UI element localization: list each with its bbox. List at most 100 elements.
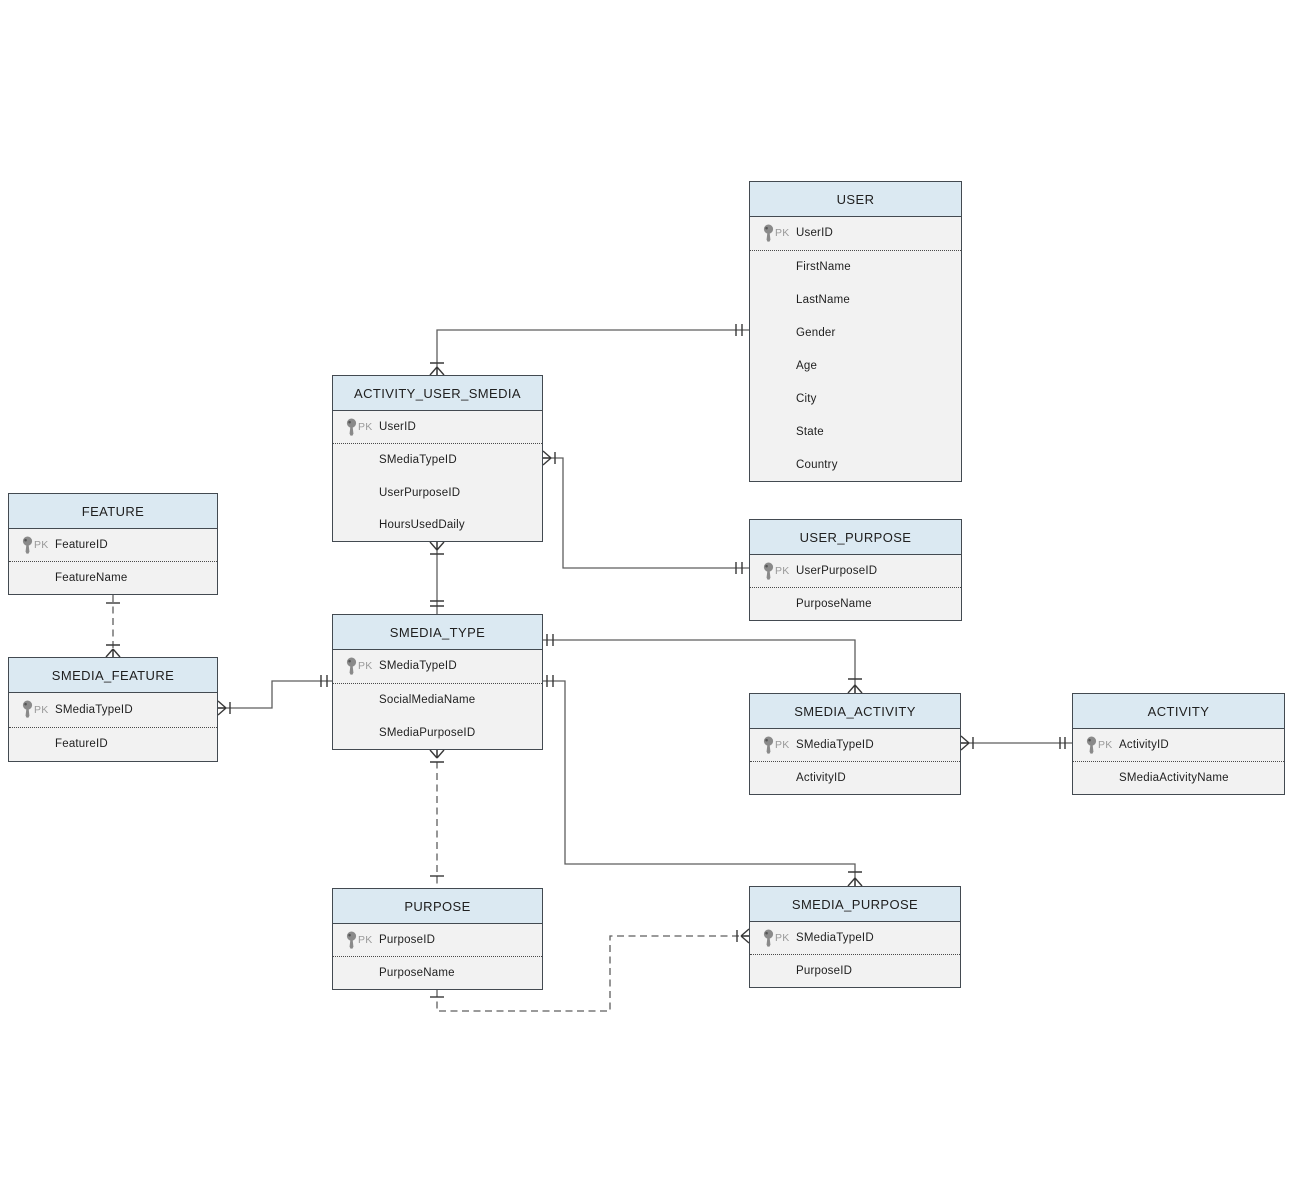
field-row-purposeid: PK PurposeID <box>333 924 542 957</box>
cardinality-one-user_purpose-end <box>735 562 743 574</box>
entity-title-smedia_feature: SMEDIA_FEATURE <box>9 658 217 693</box>
field-row-hoursuseddaily: HoursUsedDaily <box>333 509 542 541</box>
entity-body: PK PurposeID PurposeName <box>333 924 542 989</box>
field-row-smediatypeid: PK SMediaTypeID <box>750 922 960 955</box>
entity-user_purpose[interactable]: USER_PURPOSE PK UserPurposeID PurposeName <box>749 519 962 621</box>
field-row-userid: PK UserID <box>750 217 961 251</box>
primary-key-icon <box>346 931 357 949</box>
entity-purpose[interactable]: PURPOSE PK PurposeID PurposeName <box>332 888 543 990</box>
entity-title-smedia_activity: SMEDIA_ACTIVITY <box>750 694 960 729</box>
cardinality-one-smedia_type-end <box>320 675 328 687</box>
cardinality-many-aus-end <box>429 362 445 376</box>
entity-smedia_feature[interactable]: SMEDIA_FEATURE PK SMediaTypeID FeatureID <box>8 657 218 762</box>
field-name: SMediaPurposeID <box>379 726 476 739</box>
field-row-userpurposeid: UserPurposeID <box>333 477 542 509</box>
primary-key-icon <box>763 929 774 947</box>
field-name: ActivityID <box>796 772 846 784</box>
cardinality-one-smedia_type-end <box>546 634 554 646</box>
rel-feature-smedia_feature[interactable] <box>105 595 121 658</box>
entity-title-smedia_type: SMEDIA_TYPE <box>333 615 542 650</box>
field-row-lastname: LastName <box>750 284 961 317</box>
field-name: FeatureID <box>55 738 108 751</box>
pk-cell: PK <box>763 929 796 948</box>
field-name: City <box>796 392 817 405</box>
field-row-userid: PK UserID <box>333 411 542 445</box>
cardinality-one-smedia_type-end <box>430 600 444 607</box>
field-name: Gender <box>796 327 836 340</box>
pk-label: PK <box>1098 739 1113 751</box>
pk-label: PK <box>358 421 373 434</box>
field-row-socialmedianame: SocialMediaName <box>333 684 542 717</box>
field-name: UserPurposeID <box>796 565 878 577</box>
entity-smedia_purpose[interactable]: SMEDIA_PURPOSE PK SMediaTypeID PurposeID <box>749 886 961 988</box>
field-row-country: Country <box>750 448 961 481</box>
pk-label: PK <box>358 934 373 946</box>
rel-user_purpose-activity_user_smedia[interactable] <box>542 450 749 574</box>
cardinality-many-smedia_activity-end <box>847 678 863 694</box>
field-name: ActivityID <box>1119 739 1169 751</box>
pk-label: PK <box>34 539 49 551</box>
rel-smedia_type-smedia_feature[interactable] <box>217 675 332 716</box>
field-name: SocialMediaName <box>379 694 476 706</box>
cardinality-one-smedia_type-end <box>546 675 554 687</box>
field-name: PurposeName <box>796 598 872 610</box>
field-name: PurposeID <box>796 965 853 977</box>
field-name: PurposeName <box>379 967 455 979</box>
pk-cell: PK <box>22 536 55 555</box>
field-name: FeatureName <box>55 572 128 584</box>
entity-body: PK SMediaTypeID FeatureID <box>9 693 217 761</box>
field-name: UserID <box>379 421 416 434</box>
field-name: FirstName <box>796 261 851 274</box>
field-name: Country <box>796 458 838 471</box>
pk-label: PK <box>775 932 790 944</box>
field-name: UserID <box>796 227 833 240</box>
field-name: SMediaTypeID <box>796 739 874 751</box>
field-row-featurename: FeatureName <box>9 562 217 594</box>
rel-smedia_type-smedia_purpose[interactable] <box>543 675 863 887</box>
pk-label: PK <box>34 703 49 716</box>
pk-label: PK <box>775 565 790 577</box>
rel-user-activity_user_smedia[interactable] <box>429 324 749 376</box>
field-name: PurposeID <box>379 934 436 946</box>
entity-title-purpose: PURPOSE <box>333 889 542 924</box>
pk-cell: PK <box>1086 736 1119 755</box>
field-row-smediapurposeid: SMediaPurposeID <box>333 716 542 749</box>
cardinality-many-aus-end <box>542 450 556 466</box>
field-name: SMediaTypeID <box>379 454 457 467</box>
entity-title-activity: ACTIVITY <box>1073 694 1284 729</box>
field-row-activityid: ActivityID <box>750 762 960 794</box>
rel-smedia_type-smedia_activity[interactable] <box>543 634 863 694</box>
pk-cell: PK <box>346 657 379 676</box>
entity-title-smedia_purpose: SMEDIA_PURPOSE <box>750 887 960 922</box>
rel-purpose-smedia_type[interactable] <box>429 749 445 888</box>
rel-purpose-smedia_purpose[interactable] <box>430 928 750 1012</box>
entity-title-user_purpose: USER_PURPOSE <box>750 520 961 555</box>
rel-smedia_type-activity_user_smedia[interactable] <box>429 541 445 614</box>
cardinality-many-aus-end <box>429 541 445 555</box>
field-row-smediatypeid: PK SMediaTypeID <box>9 693 217 728</box>
field-row-city: City <box>750 382 961 415</box>
entity-title-user: USER <box>750 182 961 217</box>
rel-activity-smedia_activity[interactable] <box>960 735 1072 751</box>
field-name: SMediaTypeID <box>55 703 133 716</box>
pk-label: PK <box>775 227 790 240</box>
cardinality-many-smedia_type-end <box>429 749 445 763</box>
cardinality-many-smedia_activity-end <box>960 735 974 751</box>
cardinality-many-smedia_feature-end <box>217 700 231 716</box>
primary-key-icon <box>763 736 774 754</box>
field-name: SMediaTypeID <box>796 932 874 944</box>
field-name: Age <box>796 359 818 372</box>
